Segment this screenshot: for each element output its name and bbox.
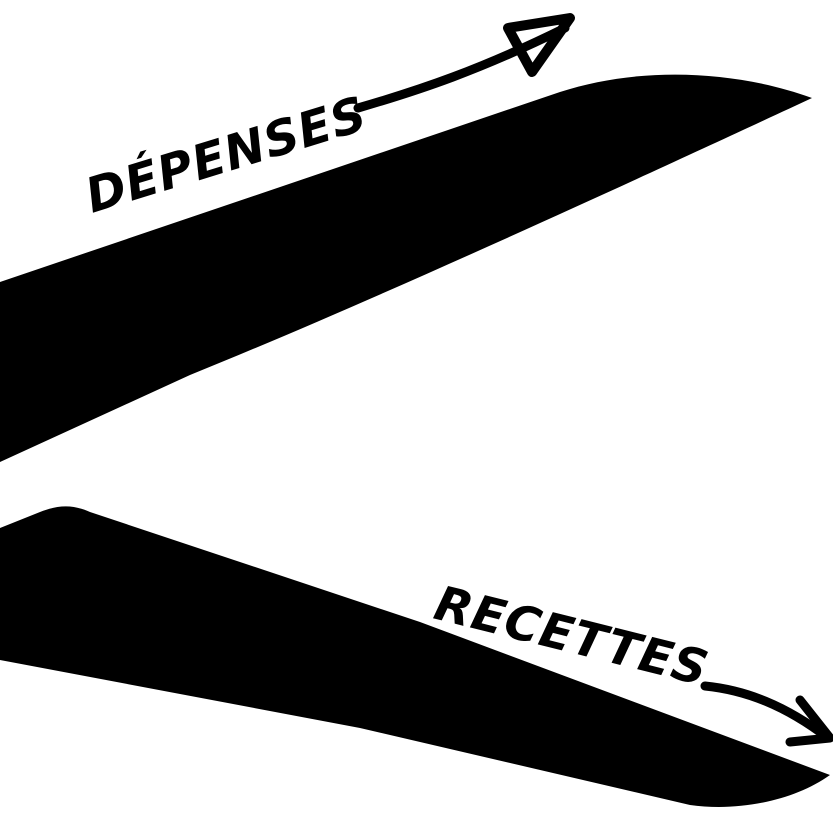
upper-blade xyxy=(0,75,812,462)
